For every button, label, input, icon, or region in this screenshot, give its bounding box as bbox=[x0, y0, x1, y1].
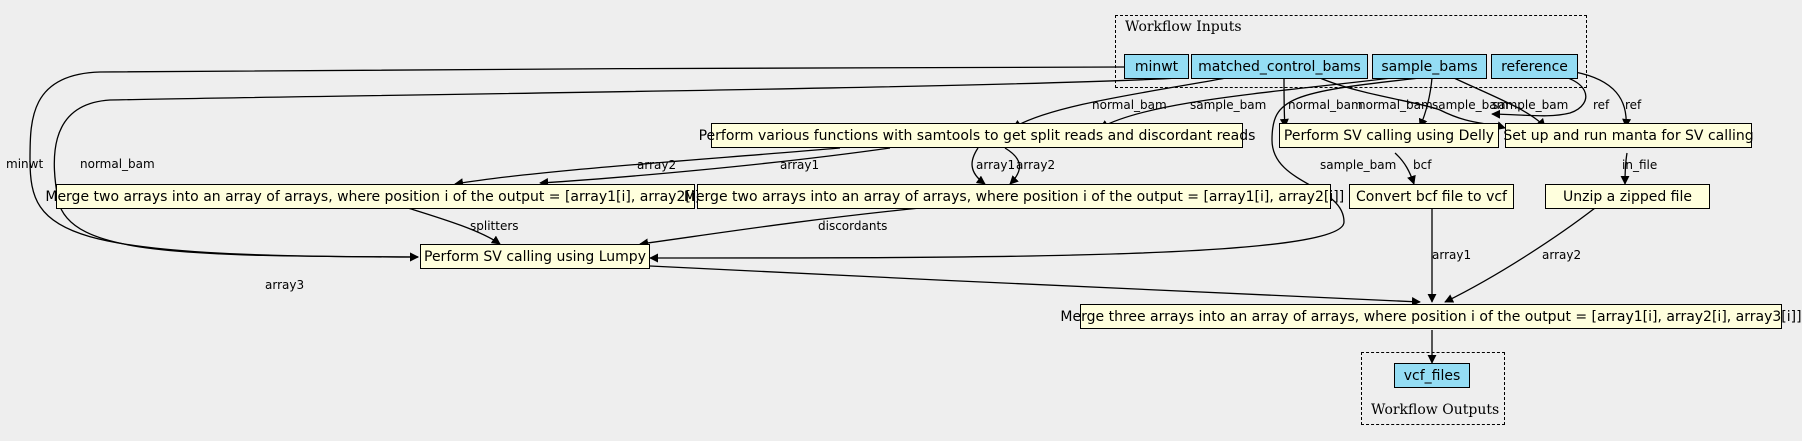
edge-label-array3: array3 bbox=[265, 278, 304, 292]
output-vcf-files[interactable]: vcf_files bbox=[1394, 363, 1470, 388]
edge-samtools-mergeb-array1 bbox=[971, 147, 986, 185]
step-lumpy[interactable]: Perform SV calling using Lumpy bbox=[420, 244, 650, 269]
edge-reference-delly bbox=[1491, 71, 1587, 119]
edge-samtools-mergeb-array2 bbox=[1004, 147, 1021, 185]
edge-sample-manta bbox=[1453, 77, 1546, 128]
edge-label-array1-b: array1 bbox=[976, 158, 1015, 172]
edge-lumpy-merge3 bbox=[649, 265, 1421, 307]
edge-sample-lumpy bbox=[649, 77, 1421, 263]
edge-label-normal-bam-lumpy: normal_bam bbox=[80, 157, 155, 171]
edge-minwt-lumpy bbox=[29, 66, 1125, 262]
step-delly[interactable]: Perform SV calling using Delly bbox=[1279, 123, 1499, 148]
edge-samtools-mergea-array1 bbox=[539, 147, 891, 187]
input-minwt[interactable]: minwt bbox=[1124, 54, 1189, 79]
edge-label-discordants: discordants bbox=[818, 219, 887, 233]
edge-label-array2-b: array2 bbox=[1016, 158, 1055, 172]
edge-label-splitters: splitters bbox=[470, 219, 519, 233]
step-samtools[interactable]: Perform various functions with samtools … bbox=[699, 123, 1255, 148]
edge-label-minwt: minwt bbox=[6, 157, 43, 171]
edge-label-sample-bam-delly: sample_bam bbox=[1432, 98, 1508, 112]
edge-control-lumpy bbox=[53, 77, 1181, 262]
edge-delly-convert bbox=[1394, 152, 1416, 185]
edge-label-normal-bam-delly: normal_bam bbox=[1288, 98, 1363, 112]
edge-control-delly bbox=[1279, 77, 1289, 128]
edge-label-normal-bam-manta: normal_bam bbox=[1358, 98, 1433, 112]
edge-unzip-merge3 bbox=[1444, 207, 1596, 303]
edge-label-ref-delly: ref bbox=[1593, 98, 1610, 112]
edge-manta-unzip bbox=[1620, 152, 1630, 185]
edge-samtools-mergea-array2 bbox=[454, 147, 841, 188]
workflow-outputs-cluster: Workflow Outputs bbox=[1361, 352, 1505, 425]
input-matched-control-bams[interactable]: matched_control_bams bbox=[1191, 54, 1368, 79]
step-merge-two-b[interactable]: Merge two arrays into an array of arrays… bbox=[684, 184, 1344, 209]
edge-label-sample-bam-samtools: sample_bam bbox=[1190, 98, 1266, 112]
step-convert[interactable]: Convert bcf file to vcf bbox=[1349, 184, 1514, 209]
input-reference[interactable]: reference bbox=[1491, 54, 1578, 79]
workflow-outputs-label: Workflow Outputs bbox=[1371, 402, 1500, 418]
edge-mergeb-lumpy bbox=[639, 207, 921, 248]
edge-label-in-file: in_file bbox=[1622, 158, 1657, 172]
edge-reference-manta bbox=[1574, 71, 1632, 128]
edge-label-array2-unzip: array2 bbox=[1542, 248, 1581, 262]
edge-label-bcf: bcf bbox=[1413, 158, 1432, 172]
step-unzip[interactable]: Unzip a zipped file bbox=[1545, 184, 1710, 209]
input-sample-bams[interactable]: sample_bams bbox=[1372, 54, 1487, 79]
edge-label-array1-a: array1 bbox=[780, 158, 819, 172]
edge-label-ref-manta: ref bbox=[1625, 98, 1642, 112]
edge-label-array2-a: array2 bbox=[637, 158, 676, 172]
workflow-inputs-label: Workflow Inputs bbox=[1125, 19, 1242, 35]
edge-label-sample-bam-manta: sample_bam bbox=[1492, 98, 1568, 112]
edge-sample-samtools bbox=[1099, 75, 1409, 129]
step-manta[interactable]: Set up and run manta for SV calling bbox=[1503, 123, 1754, 148]
edge-mergea-lumpy bbox=[407, 207, 501, 245]
step-merge-three[interactable]: Merge three arrays into an array of arra… bbox=[1060, 304, 1802, 329]
edge-control-samtools bbox=[1012, 77, 1227, 129]
edge-label-normal-bam-samtools: normal_bam bbox=[1092, 98, 1167, 112]
edge-label-sample-bam-lumpy: sample_bam bbox=[1320, 158, 1396, 172]
edge-label-array1-convert: array1 bbox=[1432, 248, 1471, 262]
step-merge-two-a[interactable]: Merge two arrays into an array of arrays… bbox=[45, 184, 706, 209]
workflow-inputs-cluster: Workflow Inputs bbox=[1115, 15, 1587, 88]
